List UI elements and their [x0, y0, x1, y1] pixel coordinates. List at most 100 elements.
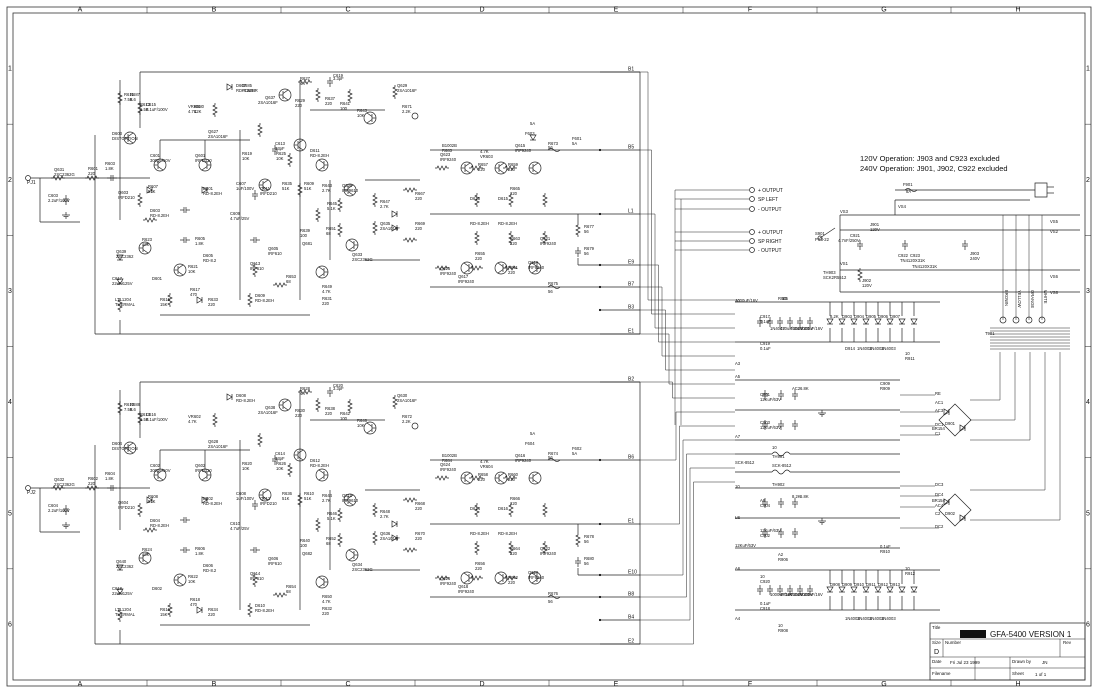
psu-component-label: 1N4003: [881, 616, 896, 621]
component-label: 12K: [194, 109, 202, 114]
component-label: C608: [236, 491, 247, 496]
component-label: R657: [478, 162, 489, 167]
component-label: 220: [415, 196, 423, 201]
cap-value: 4.7nF/250V: [838, 238, 860, 243]
resistor-zigzag: [137, 503, 143, 517]
diode-symbol: [959, 424, 966, 432]
component-label: 4.7K: [188, 419, 197, 424]
component-label: 51K: [148, 189, 156, 194]
resistor-zigzag: [508, 541, 514, 555]
component-label: R634: [208, 607, 219, 612]
wire: [157, 159, 164, 164]
resistor-zigzag: [542, 503, 548, 517]
component-label: IRF9240: [440, 271, 457, 276]
diode-triangle: [898, 318, 906, 325]
mains-plug: [1034, 182, 1048, 198]
component-label: D614: [470, 506, 481, 511]
resistor-zigzag: [403, 547, 417, 553]
transistor-symbol: [138, 551, 152, 565]
psu-component-label: TH902: [772, 482, 785, 487]
psu-component-label: C903: [760, 420, 771, 425]
psu-component-label: A6: [735, 566, 741, 571]
junction-dot: [598, 573, 602, 577]
resistor-symbol: [372, 193, 378, 207]
capacitor-symbol: [797, 585, 803, 595]
power-indicator: [529, 134, 537, 141]
wire: [201, 159, 208, 164]
resistor-zigzag: [117, 401, 123, 415]
component-label: R633: [208, 297, 219, 302]
resistor-symbol: [372, 531, 378, 545]
column-marker-top: F: [748, 7, 752, 14]
component-label: IRF9240: [528, 265, 545, 270]
resistor-zigzag: [273, 282, 287, 288]
psu-component-label: D909: [842, 582, 853, 587]
resistor-zigzag: [372, 531, 378, 545]
capacitor-symbol: [792, 390, 798, 400]
capacitor-symbol: [327, 387, 333, 397]
wire: [366, 112, 373, 117]
diode-triangle: [910, 318, 918, 325]
wire: [347, 191, 354, 196]
capacitor-symbol: [327, 77, 333, 87]
junction-dot: [598, 458, 602, 462]
resistor-zigzag: [297, 493, 303, 507]
resistor-zigzag: [257, 123, 263, 137]
wire: [282, 89, 289, 94]
transistor-symbol: [528, 571, 542, 585]
psu-component-label: DC1: [935, 422, 944, 427]
component-label: DISTORTION: [112, 446, 138, 451]
wire: [532, 169, 539, 174]
psu-component-label: 8.2K: [792, 494, 801, 499]
resistor-symbol: [474, 193, 480, 207]
title-block-border: [929, 622, 1086, 681]
psu-component-label: 1000uF/16V: [800, 592, 823, 597]
terminal-circle: [749, 238, 755, 244]
psu-component-label: 470uF/100V: [780, 592, 803, 597]
psu-component-label: 10: [905, 351, 910, 356]
component-label: 5.6: [130, 407, 136, 412]
component-label: Q615: [515, 143, 526, 148]
jumper-note: 120V: [862, 283, 872, 288]
component-label: R601: [88, 166, 99, 171]
resistor-symbol: [257, 123, 263, 137]
psu-component-label: D908: [830, 582, 841, 587]
resistor-symbol: [117, 401, 123, 415]
component-label: 10K: [188, 269, 196, 274]
component-label: R640: [300, 538, 311, 543]
component-label: R632: [322, 606, 333, 611]
diode-symbol: [116, 564, 124, 571]
diode-symbol: [391, 534, 398, 542]
resistor-zigzag: [503, 265, 517, 271]
transistor-symbol: [494, 261, 508, 275]
component-label: R610: [304, 491, 315, 496]
component-label: 100: [340, 106, 348, 111]
component-label: RD-8.2EH: [255, 608, 274, 613]
component-label: 10K: [276, 156, 284, 161]
wire: [262, 489, 269, 494]
component-label: 4.7K: [480, 459, 489, 464]
wire: [318, 273, 325, 278]
component-label: IRF9240: [440, 581, 457, 586]
fuse-symbol: [547, 458, 561, 462]
resistor-symbol: [857, 268, 863, 282]
terminal-circle: [25, 175, 31, 181]
wire: [497, 572, 504, 577]
component-label: 10K: [188, 579, 196, 584]
component-label: IRFD210: [195, 468, 212, 473]
component-label: 220: [475, 256, 483, 261]
resistor-symbol: [273, 592, 287, 598]
resistor-zigzag: [252, 263, 258, 277]
resistor-zigzag: [315, 208, 321, 222]
wire: [142, 559, 149, 564]
resistor-symbol: [508, 503, 514, 517]
component-label: 220: [295, 413, 303, 418]
diode-triangle: [874, 318, 882, 325]
component-label: R617: [190, 287, 201, 292]
distortion-led: [411, 422, 419, 430]
capacitor-symbol: [762, 420, 768, 430]
wire: [282, 399, 289, 404]
resistor-zigzag: [508, 193, 514, 207]
component-label: Q603: [118, 190, 129, 195]
